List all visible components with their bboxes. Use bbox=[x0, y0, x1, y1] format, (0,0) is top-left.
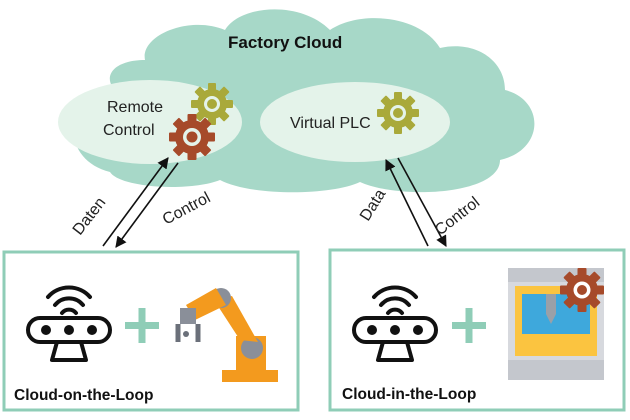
wifi-icon bbox=[46, 285, 92, 315]
robot-arm-icon bbox=[175, 288, 278, 382]
conveyor-icon bbox=[26, 316, 112, 362]
plus-icon bbox=[125, 308, 159, 343]
gear-icon bbox=[169, 114, 215, 160]
cloud-on-the-loop-box: Cloud-on-the-Loop bbox=[2, 250, 300, 412]
label-daten: Daten bbox=[70, 194, 110, 238]
remote-control-label-line2: Control bbox=[103, 122, 155, 139]
conveyor-icon bbox=[352, 316, 438, 362]
cloud-in-the-loop-box: Cloud-in-the-Loop bbox=[328, 248, 626, 412]
arrow-daten-up bbox=[102, 157, 169, 247]
cloud-on-the-loop-title: Cloud-on-the-Loop bbox=[14, 387, 153, 404]
plus-icon bbox=[452, 308, 486, 343]
remote-control-label-line1: Remote bbox=[107, 99, 163, 116]
cloud-in-the-loop-title: Cloud-in-the-Loop bbox=[342, 386, 476, 403]
gear-icon bbox=[191, 83, 233, 125]
wifi-icon bbox=[372, 285, 418, 315]
arrow-data-up bbox=[385, 158, 429, 247]
virtual-plc-label: Virtual PLC bbox=[290, 115, 371, 132]
arrow-control-down-left bbox=[115, 162, 179, 248]
arrow-control-down-right bbox=[397, 157, 447, 247]
label-control-left: Control bbox=[160, 189, 214, 228]
label-control-right: Control bbox=[432, 194, 483, 239]
label-data: Data bbox=[357, 186, 389, 224]
cloud-title: Factory Cloud bbox=[228, 33, 342, 52]
gear-icon bbox=[377, 92, 419, 134]
factory-cloud: Factory Cloud Remote Control Virtual PLC bbox=[58, 9, 535, 193]
gear-icon bbox=[560, 268, 604, 312]
